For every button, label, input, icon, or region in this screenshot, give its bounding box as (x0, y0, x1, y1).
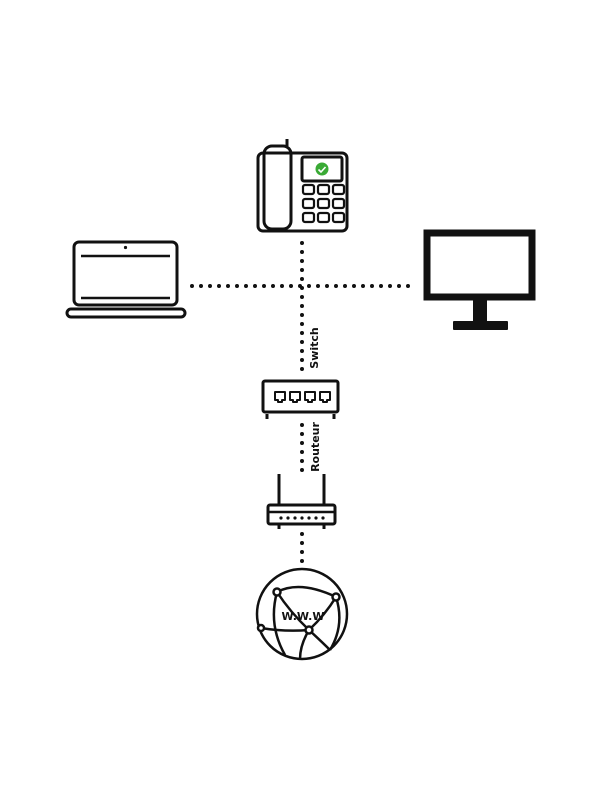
switch-body (261, 379, 340, 414)
monitor-neck (473, 300, 487, 322)
desk-phone-icon (256, 139, 349, 233)
connections (190, 241, 416, 565)
router-lights (279, 516, 325, 520)
phone-keypad (301, 183, 346, 224)
laptop-camera (123, 245, 128, 250)
laptop-base (65, 307, 187, 319)
globe-nodes (256, 587, 341, 635)
router-body (266, 503, 337, 526)
router-label: Routeur (309, 422, 322, 472)
switch-ports (274, 391, 331, 403)
monitor-stand (453, 321, 508, 330)
phone-handset (262, 144, 293, 231)
switch-label: Switch (308, 327, 321, 368)
monitor-icon (423, 229, 536, 330)
monitor-screen (423, 229, 536, 301)
laptop-screen (72, 240, 179, 307)
laptop-icon (65, 240, 187, 319)
phone-check-icon (317, 166, 327, 173)
phone-status-icon (315, 162, 329, 176)
phone-screen (300, 155, 344, 183)
phone-body (256, 151, 349, 233)
globe-icon (255, 567, 349, 661)
network-switch-icon (261, 379, 340, 419)
globe-outline (255, 567, 349, 661)
globe-label: W.W.W (282, 610, 325, 623)
router-icon (266, 474, 337, 529)
